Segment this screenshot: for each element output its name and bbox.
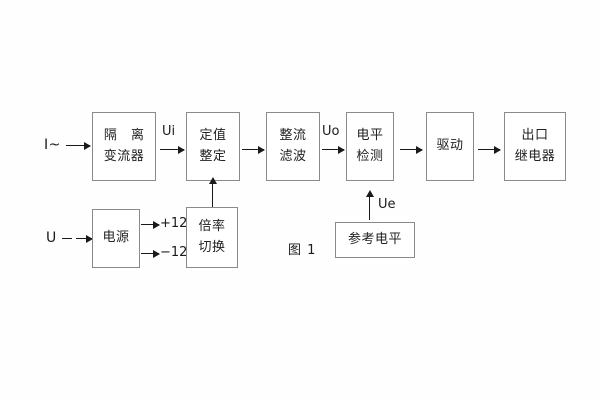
label-signal-ue: Ue	[378, 197, 396, 212]
block-setting-value: 定值 整定	[186, 112, 240, 181]
arrow-rail-positive	[141, 220, 160, 229]
arrow-multiplier-to-setting	[208, 177, 217, 207]
block-output-line-1: 出口	[521, 128, 549, 144]
block-level-line-1: 电平	[356, 128, 384, 144]
block-multiplier-switch: 倍率 切换	[186, 207, 238, 268]
arrow-driver-to-output	[478, 145, 501, 154]
block-rectifier-filter: 整流 滤波	[266, 112, 320, 181]
block-driver: 驱动	[426, 112, 474, 181]
block-level-detection: 电平 检测	[346, 112, 394, 181]
label-signal-ui: Ui	[162, 124, 176, 139]
block-setting-line-2: 整定	[199, 148, 227, 164]
arrow-rectifier-to-level	[322, 145, 345, 154]
arrow-level-to-driver	[400, 145, 423, 154]
block-reference-level: 参考电平	[335, 222, 415, 258]
arrow-reference-to-level	[365, 190, 374, 220]
arrow-current-to-isolation	[66, 141, 91, 150]
block-output-relay: 出口 继电器	[504, 112, 566, 181]
label-current-input: I~	[44, 137, 61, 153]
label-signal-uo: Uo	[322, 124, 340, 139]
block-isolation-line-1: 隔 离	[103, 128, 150, 144]
block-reference-line-1: 参考电平	[347, 231, 402, 247]
lead-voltage-input	[62, 238, 72, 239]
label-voltage-input: U	[46, 230, 57, 246]
block-multiplier-line-2: 切换	[198, 239, 226, 255]
arrow-voltage-to-power	[76, 234, 93, 243]
block-rectifier-line-2: 滤波	[279, 148, 307, 164]
block-output-line-2: 继电器	[514, 148, 556, 164]
block-power-supply: 电源	[92, 209, 140, 268]
block-rectifier-line-1: 整流	[279, 128, 307, 144]
block-driver-line-1: 驱动	[436, 138, 464, 154]
block-isolation-transformer: 隔 离 变流器	[92, 112, 156, 181]
arrow-rail-negative	[141, 249, 160, 258]
figure-caption: 图 1	[288, 243, 317, 258]
arrow-isolation-to-setting	[160, 145, 185, 154]
arrow-setting-to-rectifier	[242, 145, 265, 154]
block-level-line-2: 检测	[356, 148, 384, 164]
block-setting-line-1: 定值	[199, 128, 227, 144]
block-multiplier-line-1: 倍率	[198, 219, 226, 235]
block-power-line-1: 电源	[102, 230, 130, 246]
block-isolation-line-2: 变流器	[103, 148, 145, 164]
